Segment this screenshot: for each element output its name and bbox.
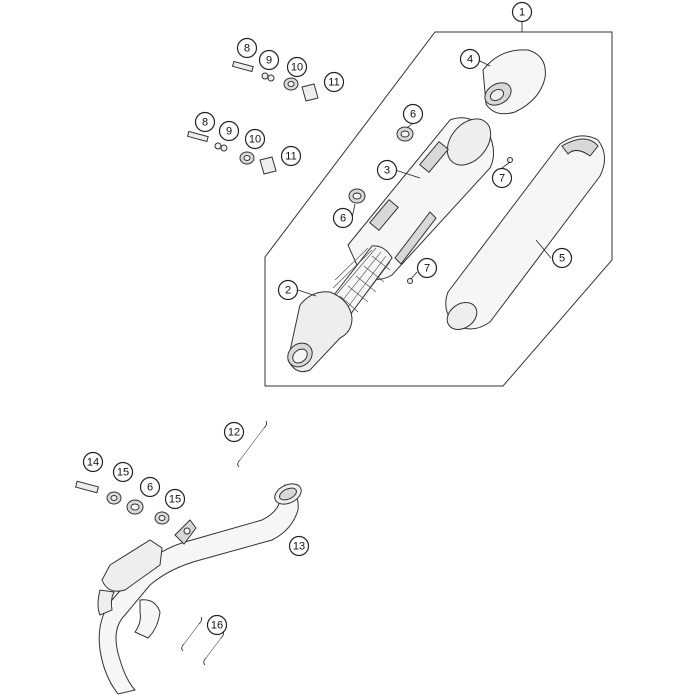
washer-part-header-right	[154, 511, 170, 525]
silencer-outer-shell-part	[445, 135, 605, 330]
washer-part-lower	[214, 142, 228, 152]
callout-number: 8	[244, 43, 250, 55]
callout-c10a: 10	[286, 56, 308, 78]
callout-number: 1	[519, 7, 525, 19]
callout-c8a: 8	[236, 37, 258, 59]
callout-c15b: 15	[164, 488, 186, 510]
callout-circle	[551, 247, 573, 269]
callout-c11b: 11	[280, 145, 302, 167]
callout-c16: 16	[206, 614, 228, 636]
header-pipe-part	[97, 483, 302, 695]
callout-number: 5	[559, 253, 565, 265]
callout-number: 10	[291, 62, 303, 74]
callout-circle	[332, 207, 354, 229]
callout-c12: 12	[223, 421, 245, 443]
callout-c14: 14	[82, 451, 104, 473]
callout-circle	[511, 1, 533, 23]
callout-circle	[491, 167, 513, 189]
bolt-part-lower	[186, 130, 209, 143]
screw-part-lower	[407, 278, 413, 284]
callout-number: 8	[202, 117, 208, 129]
callout-c11a: 11	[323, 71, 345, 93]
callout-c8b: 8	[194, 111, 216, 133]
callout-circle	[82, 451, 104, 473]
callout-c9b: 9	[218, 120, 240, 142]
screw-part-upper	[507, 157, 513, 163]
callout-number: 3	[384, 165, 390, 177]
callout-number: 14	[87, 457, 99, 469]
callout-number: 9	[266, 55, 272, 67]
callout-c3: 3	[376, 159, 398, 181]
callout-number: 4	[467, 54, 473, 66]
callout-circle	[288, 535, 310, 557]
end-cap-part	[482, 49, 546, 115]
callout-c4: 4	[459, 48, 481, 70]
silencer-assembly-frame	[264, 31, 613, 387]
callout-circle	[459, 48, 481, 70]
inlet-mesh-tube-part	[287, 245, 393, 373]
callout-number: 6	[410, 109, 416, 121]
callout-number: 13	[293, 541, 305, 553]
spring-part-upper	[237, 420, 268, 468]
callout-circle	[164, 488, 186, 510]
washer-part-header-left	[106, 491, 122, 505]
spring-part-lower	[181, 616, 225, 666]
callout-number: 7	[424, 263, 430, 275]
callout-number: 15	[169, 494, 181, 506]
callout-number: 6	[340, 213, 346, 225]
callout-c10b: 10	[244, 128, 266, 150]
callout-number: 11	[285, 151, 296, 163]
silencer-inner-body-part	[347, 117, 494, 280]
callout-circle	[112, 461, 134, 483]
callout-circle	[258, 49, 280, 71]
callout-circle	[244, 128, 266, 150]
callout-circle	[376, 159, 398, 181]
callout-c15a: 15	[112, 461, 134, 483]
callout-c9a: 9	[258, 49, 280, 71]
callout-number: 12	[228, 427, 240, 439]
callout-c7b: 7	[416, 257, 438, 279]
callout-number: 7	[499, 173, 505, 185]
damper-part-upper	[301, 83, 319, 102]
damper-part-lower	[259, 156, 277, 175]
callout-c1: 1	[511, 1, 533, 23]
bushing-part-lower	[239, 151, 255, 165]
callout-number: 15	[117, 467, 129, 479]
grommet-part-upper	[396, 126, 414, 142]
callout-number: 2	[285, 285, 291, 297]
callout-circle	[206, 614, 228, 636]
callout-circle	[139, 476, 161, 498]
callout-c5: 5	[551, 247, 573, 269]
callout-circle	[323, 71, 345, 93]
callout-circle	[218, 120, 240, 142]
callout-circle	[223, 421, 245, 443]
callout-circle	[236, 37, 258, 59]
callout-circle	[286, 56, 308, 78]
callout-c6c: 6	[139, 476, 161, 498]
callout-c2: 2	[277, 279, 299, 301]
grommet-part-middle	[348, 188, 366, 204]
callout-circle	[277, 279, 299, 301]
callout-c13: 13	[288, 535, 310, 557]
bushing-part-upper	[283, 77, 299, 91]
washer-part-upper	[261, 72, 275, 82]
callout-number: 6	[147, 482, 153, 494]
callout-circle	[402, 103, 424, 125]
callout-circle	[280, 145, 302, 167]
callout-number: 9	[226, 126, 232, 138]
callout-number: 11	[328, 77, 339, 89]
callout-c6b: 6	[332, 207, 354, 229]
callout-circle	[194, 111, 216, 133]
callout-circle	[416, 257, 438, 279]
bolt-part-header	[74, 480, 100, 494]
callout-c7a: 7	[491, 167, 513, 189]
bolt-part-upper	[231, 60, 254, 73]
callout-number: 10	[249, 134, 261, 146]
callout-number: 16	[211, 620, 223, 632]
grommet-part-header	[126, 499, 144, 515]
callout-c6a: 6	[402, 103, 424, 125]
